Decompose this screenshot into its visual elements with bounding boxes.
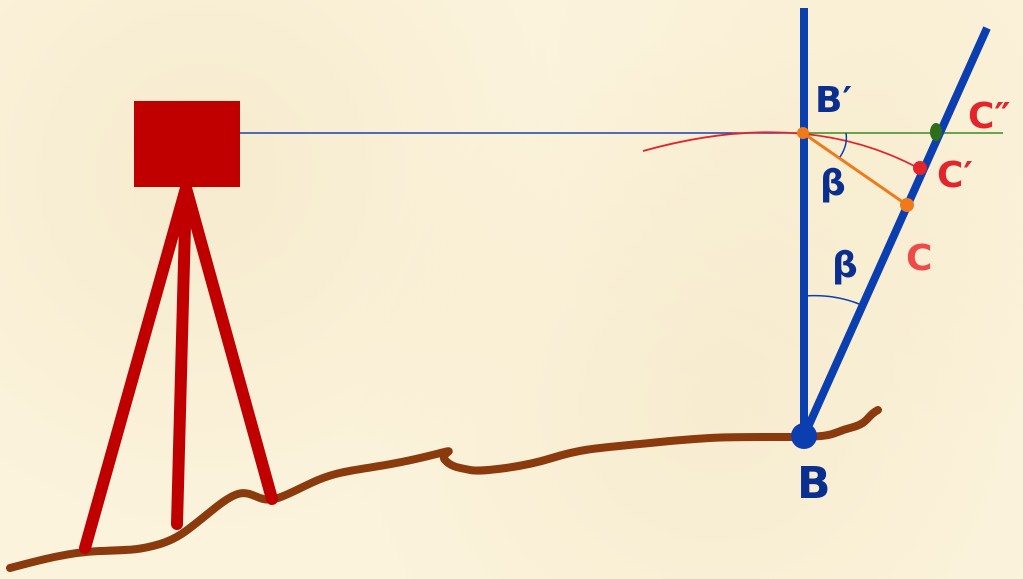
- point-b: [791, 423, 817, 449]
- label-beta-upper: β: [820, 163, 846, 204]
- tripod: [79, 182, 278, 554]
- tilted-staff: [800, 26, 991, 438]
- instrument-box: [134, 101, 240, 187]
- label-b: B: [797, 458, 831, 509]
- tripod-leg-center: [171, 182, 192, 530]
- point-c: [900, 198, 914, 212]
- label-b-prime: B′: [815, 80, 852, 121]
- point-b-prime: [797, 127, 809, 139]
- tripod-leg-right: [180, 182, 278, 505]
- angle-arc-top: [839, 132, 848, 158]
- label-beta-lower: β: [832, 245, 858, 286]
- point-c-double-prime: [930, 123, 942, 141]
- orange-segment: [802, 131, 908, 207]
- label-c-double-prime: C″: [968, 96, 1011, 137]
- tripod-leg-left: [79, 182, 192, 554]
- label-c-prime: C′: [937, 155, 973, 196]
- angle-arc-bottom: [803, 294, 860, 305]
- point-c-prime: [913, 161, 927, 175]
- label-c: C: [906, 238, 932, 279]
- red-arc: [642, 131, 921, 170]
- ground-line: [6, 406, 882, 572]
